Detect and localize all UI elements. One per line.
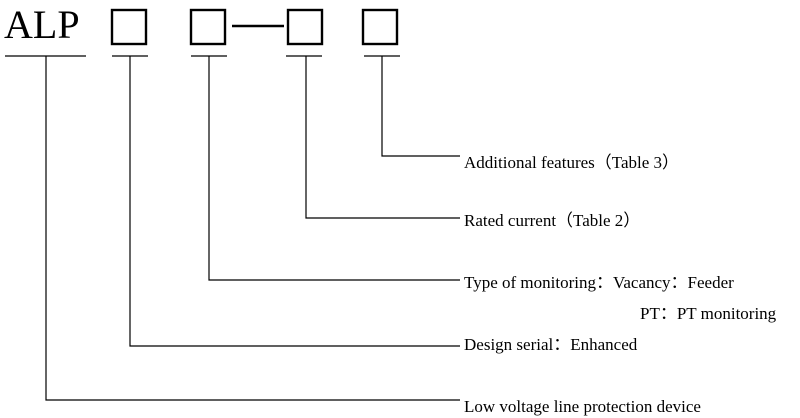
model-code: ALP [4, 2, 399, 47]
label-monitoring-type-continuation: PT：PT monitoring [640, 304, 777, 323]
leader-low-voltage [45, 56, 460, 401]
code-box-design-serial [110, 8, 148, 46]
field-labels: Additional features（Table 3） Rated curre… [464, 153, 777, 416]
code-box-rated-current [286, 8, 324, 46]
label-monitoring-type: Type of monitoring：Vacancy：Feeder [464, 273, 734, 292]
label-rated-current: Rated current（Table 2） [464, 211, 640, 230]
code-box-monitoring-type [189, 8, 227, 46]
leader-monitoring-type [208, 56, 460, 281]
label-additional-features: Additional features（Table 3） [464, 153, 679, 172]
leader-rated-current [305, 56, 460, 219]
leader-additional-features [381, 56, 460, 157]
leader-lines [45, 56, 460, 401]
label-low-voltage: Low voltage line protection device [464, 397, 701, 416]
model-prefix: ALP [4, 2, 80, 47]
code-box-additional-features [361, 8, 399, 46]
leader-design-serial [129, 56, 460, 347]
label-design-serial: Design serial：Enhanced [464, 335, 638, 354]
